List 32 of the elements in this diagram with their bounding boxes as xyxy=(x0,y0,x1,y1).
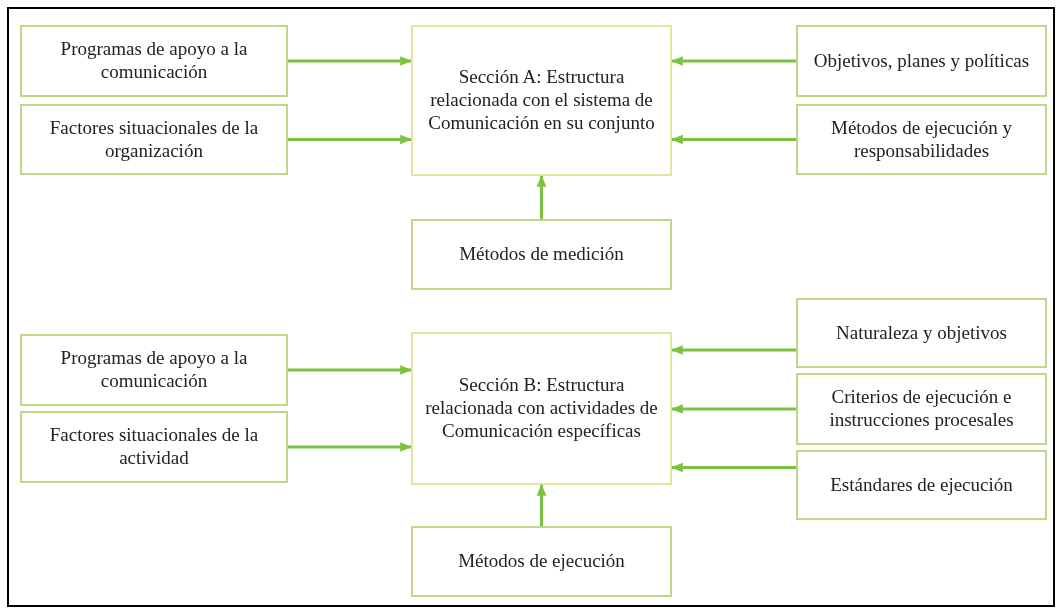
process-box xyxy=(20,334,288,406)
process-box xyxy=(20,25,288,97)
process-box xyxy=(796,373,1047,445)
box-text: Factores situacionales de la organización xyxy=(48,116,260,163)
process-box xyxy=(796,104,1047,175)
arrow xyxy=(288,56,413,66)
box-text: Sección A: Estructura relacionada con el sistema de Comunicación en su conjunto xyxy=(427,66,656,135)
box-text: Métodos de ejecución xyxy=(458,550,625,573)
arrow xyxy=(288,365,413,375)
box-text: Estándares de ejecución xyxy=(830,473,1013,497)
box-text: Naturaleza y objetivos xyxy=(836,321,1007,345)
box-text: Objetivos, planes y políticas xyxy=(813,49,1030,73)
process-box xyxy=(20,104,288,175)
arrow xyxy=(288,442,413,452)
box-text: Programas de apoyo a la comunicación xyxy=(59,347,249,393)
box-text: Métodos de medición xyxy=(459,243,624,266)
process-box xyxy=(796,450,1047,520)
process-box xyxy=(20,411,288,483)
box-text: Factores situacionales de la actividad xyxy=(48,424,260,470)
process-box xyxy=(411,219,672,290)
arrow xyxy=(536,483,547,526)
box-text: Métodos de ejecución y responsabilidades xyxy=(830,116,1013,163)
arrow xyxy=(288,134,413,145)
process-box xyxy=(411,526,672,597)
box-text: Programas de apoyo a la comunicación xyxy=(59,38,249,84)
box-text: Criterios de ejecución e instrucciones procesales xyxy=(828,386,1015,432)
section-box xyxy=(411,25,672,176)
arrow xyxy=(536,174,547,219)
section-box xyxy=(411,332,672,485)
process-box xyxy=(796,298,1047,368)
process-box xyxy=(796,25,1047,97)
box-text: Sección B: Estructura relacionada con actividades de Comunicación específicas xyxy=(424,374,659,443)
